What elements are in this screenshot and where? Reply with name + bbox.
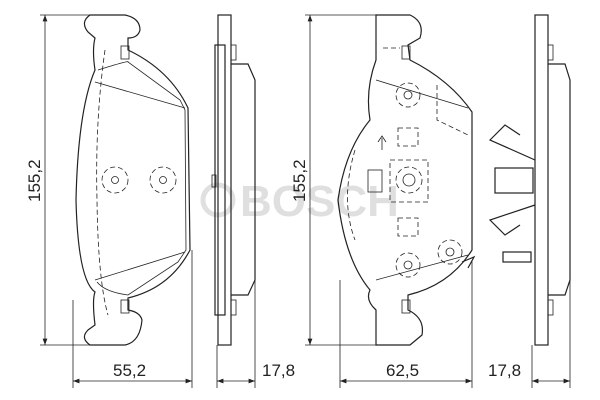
dim-right-height: 155,2 <box>290 159 309 202</box>
dim-right-width: 62,5 <box>386 361 419 380</box>
right-pad-side-view <box>488 14 571 346</box>
right-pad-front-view <box>337 14 476 346</box>
left-pad-side-view <box>211 14 256 346</box>
svg-text:BOSCH: BOSCH <box>240 177 399 226</box>
left-pad-front-view <box>75 14 191 346</box>
dim-right-thickness: 17,8 <box>488 361 521 380</box>
dim-left-width: 55,2 <box>113 361 146 380</box>
dim-left-thickness: 17,8 <box>262 361 295 380</box>
dimension-lines <box>40 14 571 388</box>
dim-left-height: 155,2 <box>25 159 44 202</box>
